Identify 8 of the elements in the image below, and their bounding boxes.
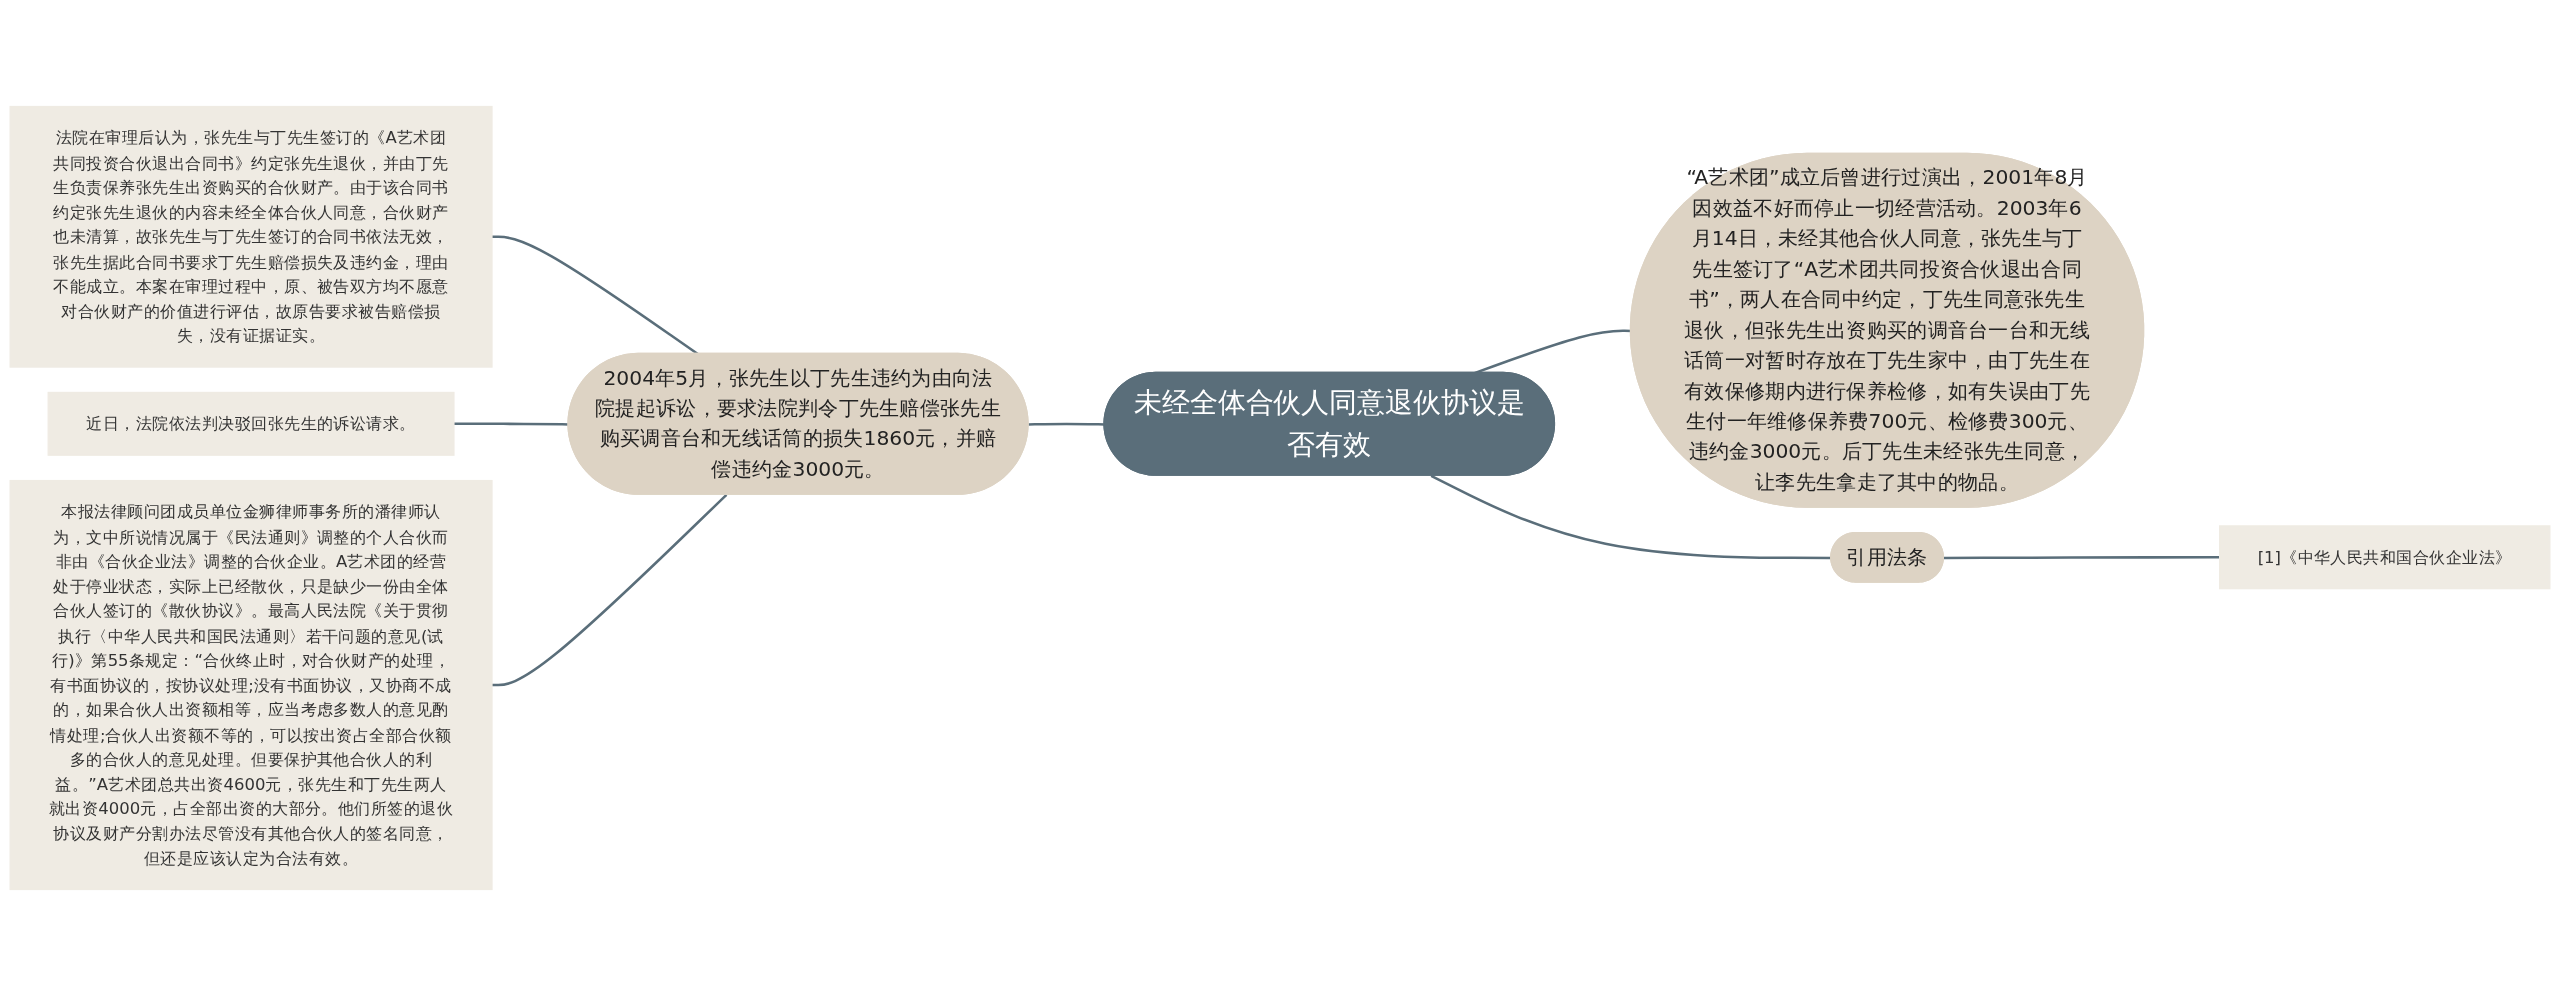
connector xyxy=(1943,556,2220,560)
node-box: 法院在审理后认为，张先生与丁先生签订的《A艺术团共同投资合伙退出合同书》约定张先生退伙，并由丁先生负责保养张先生出资购买的合伙财产。由于该合同书约定张先生退伙的内容未经全体合伙人同意，合伙财产也未清算，故张先生与丁先生签订的合同书依法无效，张先生据此合同书要求丁先生赔偿损失及违约金，理由不能成立。本案在审理过程中，原、被告双方均不愿意对合伙财产的价值进行评估，故原告要求被告赔偿损失，没有证据证实。 xyxy=(9,105,493,368)
connector xyxy=(1028,422,1105,426)
node-box: 本报法律顾问团成员单位金狮律师事务所的潘律师认为，文中所说情况属于《民法通则》调整的个人合伙而非由《合伙企业法》调整的合伙企业。A艺术团的经营处于停业状态，实际上已经散伙，只是缺少一份由全体合伙人签订的《散伙协议》。最高人民法院《关于贯彻执行〈中华人民共和国民法通则〉若干问题的意见(试行)》第55条规定：“合伙终止时，对合伙财产的处理，有书面协议的，按协议处理;没有书面协议，又协商不成的，如果合伙人出资额相等，应当考虑多数人的意见酌情处理;合伙人出资额不等的，可以按出资占全部合伙额多的合伙人的意见处理。但要保护其他合伙人的利益。”A艺术团总共出资4600元，张先生和丁先生两人就出资4000元，占全部出资的大部分。他们所签的退伙协议及财产分割办法尽管没有其他合伙人的签名同意，但还是应该认定为合法有效。 xyxy=(9,479,493,891)
node-box: 近日，法院依法判决驳回张先生的诉讼请求。 xyxy=(47,391,455,456)
node-box: [1]《中华人民共和国合伙企业法》 xyxy=(2219,525,2551,590)
connector xyxy=(453,422,569,426)
connector xyxy=(492,493,728,687)
